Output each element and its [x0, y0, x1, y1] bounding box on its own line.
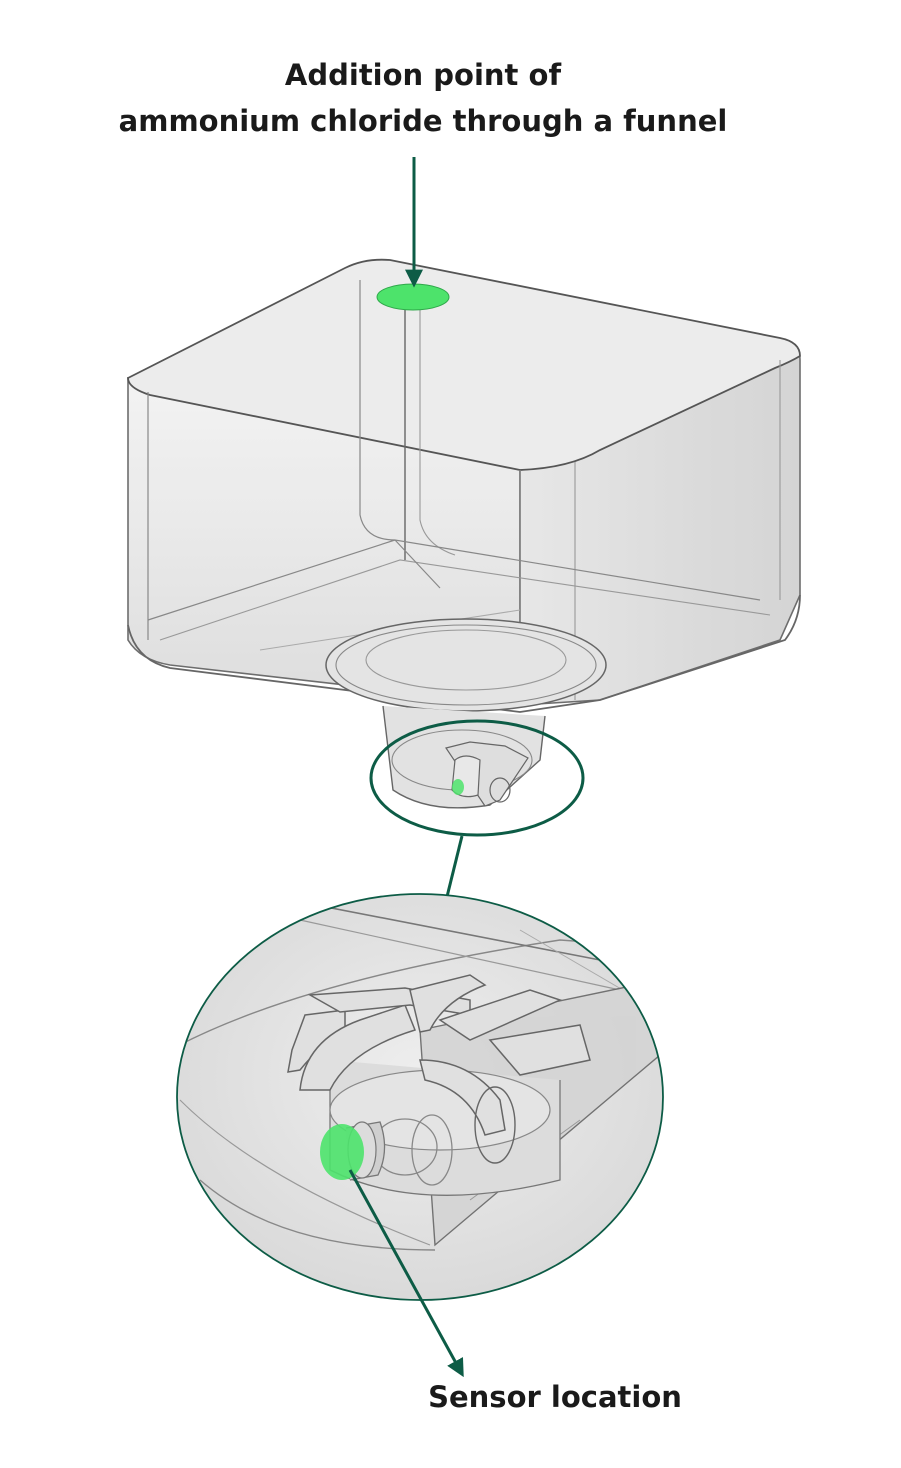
- addition-point-highlight: [376, 283, 450, 311]
- addition-point-label-line-1: Addition point of: [284, 58, 562, 92]
- addition-point-label-line-2: ammonium chloride through a funnel: [118, 104, 728, 138]
- sensor-highlight-large: [320, 1124, 364, 1180]
- sensor-location-label: Sensor location: [428, 1380, 682, 1414]
- sensor-clip-large: [287, 974, 591, 1136]
- sensor-highlight-small: [452, 779, 464, 795]
- tank: [127, 258, 801, 809]
- sensor-clip-small: [445, 741, 529, 807]
- zoom-view: [176, 893, 664, 1301]
- tank-top-opening: [127, 258, 801, 471]
- outlet-callout-circle: [369, 719, 585, 837]
- sensor-location-arrow: [348, 1169, 464, 1378]
